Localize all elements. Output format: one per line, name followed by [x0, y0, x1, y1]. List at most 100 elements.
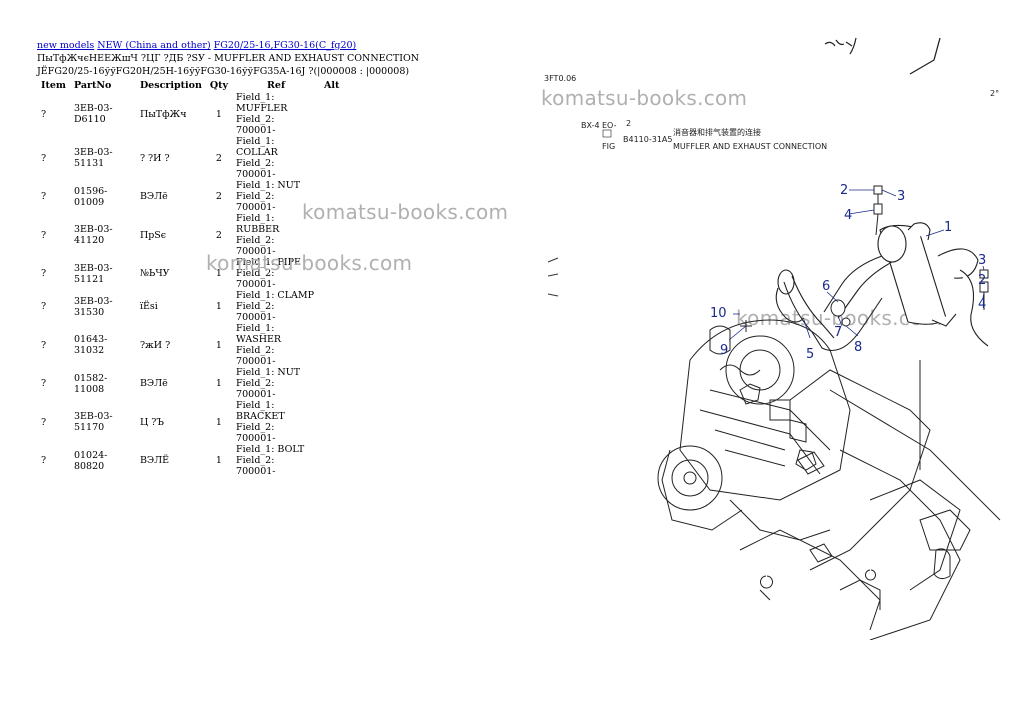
ref-field-2: Field_2: 700001-	[236, 301, 276, 323]
diagram-code: 3FT0.06	[544, 74, 576, 83]
qty-cell: 1	[215, 455, 222, 466]
callout-9: 9	[720, 343, 728, 358]
breadcrumb-model-link[interactable]: FG20/25-16,FG30-16(C_fg20)	[213, 40, 357, 51]
ref-field-2: Field_2: 700001-	[236, 268, 276, 290]
qty-cell: 2	[215, 152, 222, 164]
ref-field-2: Field_2: 700001-	[236, 422, 276, 444]
ref-field-1: Field_1: WASHER	[236, 323, 282, 345]
ref-field-1: Field_1: NUT	[236, 367, 301, 378]
col-alt: Alt	[324, 79, 340, 91]
callout-2: 2	[840, 183, 848, 198]
ref-field-2: Field_2: 700001-	[236, 345, 276, 367]
callout-4b: 4	[978, 297, 986, 312]
margin-mark	[547, 257, 559, 297]
ref-field-2: Field_2: 700001-	[236, 378, 276, 400]
ref-field-1: Field_1: MUFFLER	[236, 92, 288, 114]
item-cell: ?	[41, 268, 47, 279]
ref-field-2: Field_2: 700001-	[236, 158, 276, 180]
parts-diagram: 2° 3FT0.06 BX-4 EO- 2 B4110-31A5 FIG 消音器…	[544, 37, 1001, 640]
qty-cell: 2	[215, 191, 222, 202]
item-cell: ?	[41, 191, 47, 202]
eo-label: EO-	[602, 121, 617, 130]
bx-label: BX-4	[581, 121, 600, 130]
description-cell: Ц ?Ъ	[139, 416, 164, 428]
alt-cell	[320, 92, 343, 136]
diagram-title-cn: 消音器和排气装置的连接	[673, 127, 761, 137]
qty-cell: 1	[215, 268, 222, 279]
ref-field-1: Field_1: BOLT	[236, 444, 305, 455]
stamp-box	[602, 129, 612, 138]
partno-cell: 01596-01009	[73, 185, 108, 208]
callout-1: 1	[944, 220, 952, 235]
partno-cell: 01582-11008	[73, 372, 108, 395]
breadcrumb-new-china-link[interactable]: NEW (China and other)	[97, 40, 211, 51]
fig-code: B4110-31A5	[623, 135, 672, 144]
parts-table: Item PartNo Description Qty Ref Alt ?3EB…	[37, 78, 343, 478]
exhaust-pipe-drawing	[775, 269, 883, 352]
partno-cell: 3EB-03-41120	[73, 224, 113, 246]
partno-cell: 3EB-03-51131	[73, 147, 113, 169]
partno-cell: 3EB-03-51121	[73, 262, 113, 285]
breadcrumb-new-models-link[interactable]: new models	[37, 40, 95, 51]
qty-cell: 1	[215, 416, 222, 428]
callout-3b: 3	[978, 253, 986, 268]
ref-field-1: Field_1: COLLAR	[236, 136, 278, 158]
watermark-text: komatsu-books.com	[541, 86, 748, 110]
ref-field-1: Field_1: NUT	[236, 180, 301, 191]
partno-cell: 3EB-03-D6110	[73, 103, 113, 125]
ref-field-1: Field_1: BRACKET	[236, 400, 285, 422]
item-cell: ?	[41, 416, 47, 428]
item-cell: ?	[41, 455, 47, 466]
callout-5: 5	[806, 347, 814, 362]
callout-leaders	[728, 189, 985, 341]
callout-6: 6	[822, 279, 830, 294]
col-item: Item	[41, 79, 66, 91]
ref-field-2: Field_2: 700001-	[236, 114, 276, 136]
watermark-text: komatsu-books.com	[302, 200, 509, 224]
col-qty: Qty	[209, 79, 229, 91]
engine-drawing	[657, 319, 851, 541]
qty-cell: 1	[215, 378, 222, 389]
partno-cell: 01024-80820	[73, 449, 108, 472]
handwriting-mark	[909, 37, 941, 75]
callout-10: 10	[710, 306, 727, 321]
alt-cell	[320, 444, 343, 477]
description-cell: ВЭЛё	[139, 378, 168, 389]
description-cell: ВЭЛЁ	[139, 455, 170, 466]
alt-cell	[320, 290, 343, 323]
item-cell: ?	[41, 229, 47, 241]
item-cell: ?	[41, 378, 47, 389]
alt-cell	[320, 323, 343, 367]
description-cell: ВЭЛё	[139, 191, 168, 202]
partno-cell: 3EB-03-51170	[73, 411, 113, 433]
model-range-line: JЁFG20/25-16ўўFG20H/25H-16ўўFG30-16ўўFG3…	[37, 66, 410, 77]
callout-3: 3	[897, 189, 905, 204]
partno-cell: 3EB-03-31530	[73, 295, 113, 318]
description-cell: ? ?И ?	[139, 152, 170, 164]
diagram-title-en: MUFFLER AND EXHAUST CONNECTION	[673, 142, 827, 151]
svg-text:2°: 2°	[990, 89, 999, 98]
col-description: Description	[139, 79, 202, 91]
eo-value: 2	[626, 119, 631, 128]
parts-table-header: Item PartNo Description Qty Ref Alt	[37, 78, 343, 92]
col-ref: Ref	[267, 79, 286, 91]
item-cell: ?	[41, 339, 47, 351]
description-cell: ?жИ ?	[139, 339, 171, 351]
